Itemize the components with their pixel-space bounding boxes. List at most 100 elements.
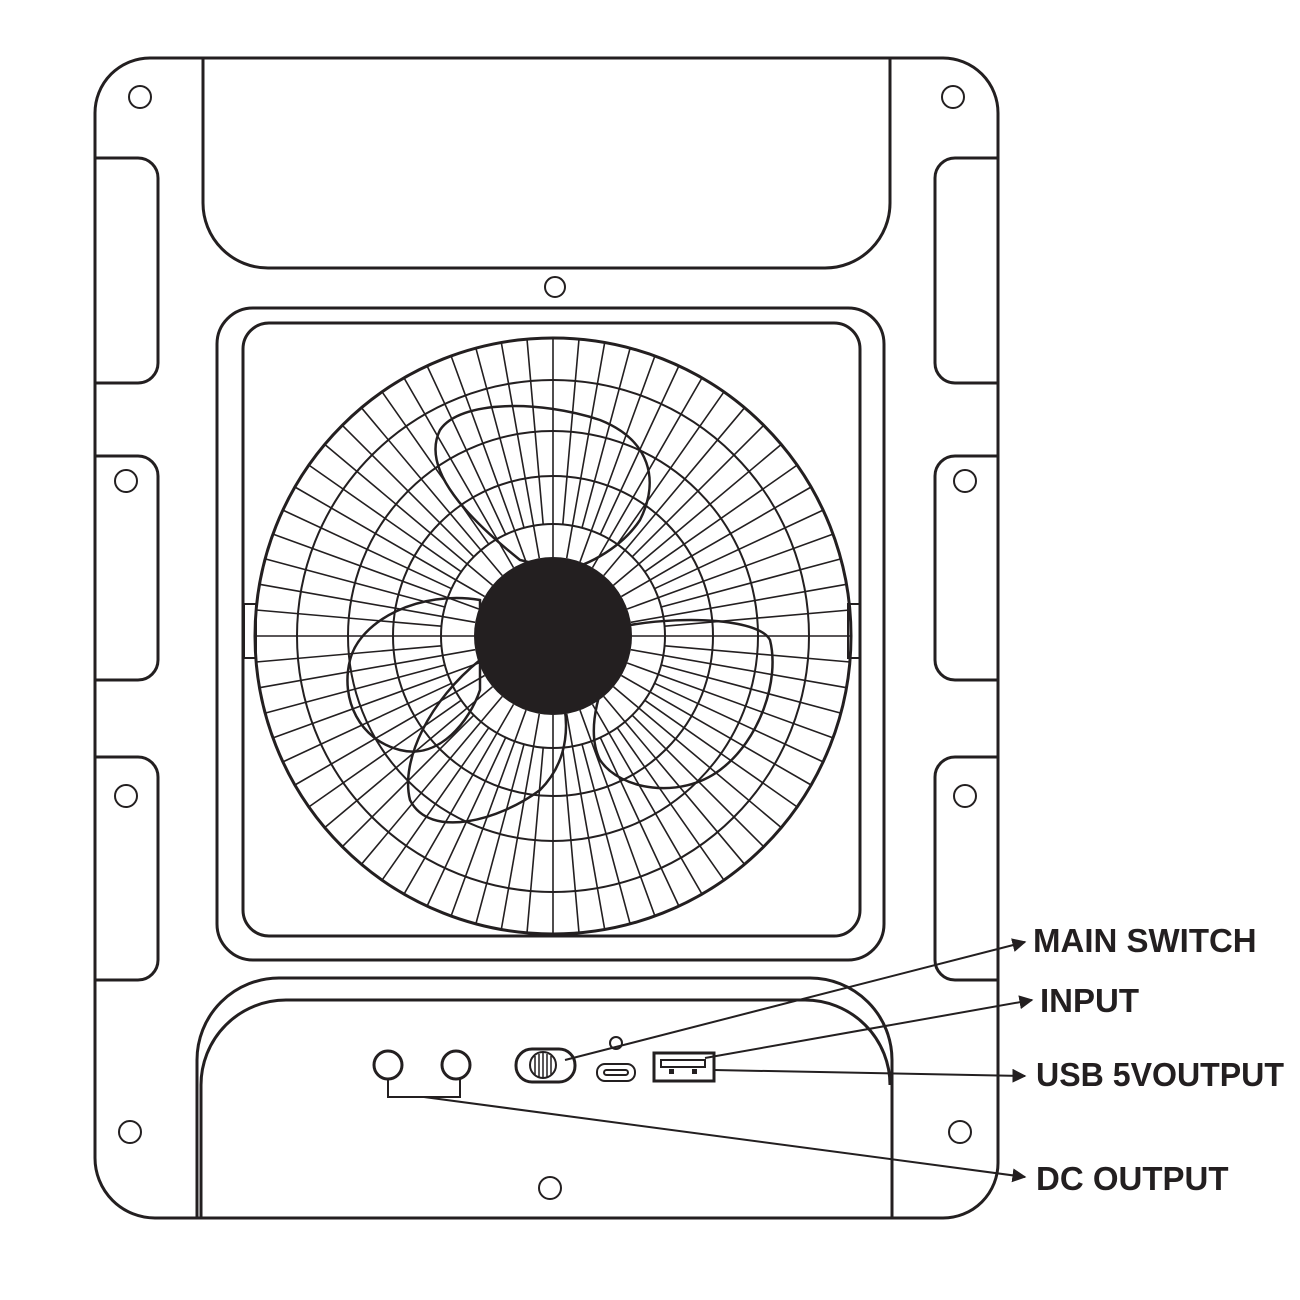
grille-spoke [565, 342, 606, 559]
grille-spoke [360, 407, 503, 577]
grille-spoke [644, 464, 798, 573]
grille-spoke [612, 686, 782, 829]
grille-spoke [403, 377, 515, 568]
grille-spoke [664, 645, 850, 663]
grille-spoke [264, 664, 446, 714]
grille-spoke [360, 695, 503, 865]
grille-spoke [294, 486, 485, 598]
grille-spoke [621, 674, 812, 786]
fan-blade [592, 618, 774, 790]
outer-panel [93, 56, 1000, 1220]
main-switch-label: MAIN SWITCH [1033, 922, 1257, 959]
grille-spoke [272, 662, 480, 739]
grille-spoke [282, 682, 452, 763]
grille-spoke [612, 443, 782, 586]
grille-spoke [341, 424, 475, 558]
grille-spoke [259, 648, 476, 689]
grille-spoke [630, 648, 847, 689]
usb-a-output-port [652, 1051, 716, 1083]
screw-hole [953, 469, 977, 493]
usb-c-input-port [596, 1063, 636, 1082]
screw-hole [948, 1120, 972, 1144]
grille-spoke [631, 424, 765, 558]
screw-holes [114, 85, 977, 1200]
dc-output-jacks [372, 1049, 472, 1098]
grille-spoke [256, 609, 442, 627]
grille-spoke [599, 365, 680, 535]
screw-hole [118, 1120, 142, 1144]
grille-spoke [621, 486, 812, 598]
grille-spoke [603, 407, 746, 577]
grille-spoke [381, 727, 490, 881]
grille-spoke [581, 743, 631, 925]
grille-spoke [256, 645, 442, 663]
fan-blade [434, 404, 651, 572]
grille-spoke [664, 609, 850, 627]
fan-grille [253, 336, 853, 936]
usb-output-label: USB 5VOUTPUT [1036, 1056, 1284, 1093]
screw-hole [538, 1176, 562, 1200]
screw-hole [941, 85, 965, 109]
dc-jack-left [372, 1049, 404, 1081]
grille-spoke [500, 713, 541, 930]
grille-spoke [426, 365, 507, 535]
grille-spoke [644, 699, 798, 808]
grille-spoke [500, 342, 541, 559]
screw-hole [114, 784, 138, 808]
grille-spoke [450, 355, 527, 563]
top-tray [201, 58, 892, 270]
grille-spoke [308, 699, 462, 808]
dc-output-arrow [423, 1096, 1027, 1183]
grille-spoke [579, 709, 656, 917]
screw-hole [544, 276, 566, 298]
grille-spoke [630, 583, 847, 624]
grille-spoke [631, 714, 765, 848]
grille-spoke [272, 533, 480, 610]
grille-spoke [626, 533, 834, 610]
grille-spoke [341, 714, 475, 848]
grille-spoke [562, 339, 580, 525]
grille-spoke [475, 743, 525, 925]
grille-spoke [603, 695, 746, 865]
dc-jack-right [440, 1049, 472, 1081]
grille-spoke [616, 727, 725, 881]
screw-hole [953, 784, 977, 808]
fan-hub [474, 557, 632, 715]
grille-spoke [599, 737, 680, 907]
grille-spoke [660, 664, 842, 714]
grille-spoke [626, 662, 834, 739]
input-arrow [704, 995, 1034, 1059]
usb-output-arrow [713, 1068, 1027, 1083]
grille-spoke [581, 347, 631, 529]
grille-spoke [660, 558, 842, 608]
bottom-compartment [195, 976, 894, 1218]
screw-hole [114, 469, 138, 493]
grille-spoke [403, 704, 515, 895]
grille-spoke [562, 747, 580, 933]
grille-spoke [324, 443, 494, 586]
grille-spoke [381, 391, 490, 545]
grille-spoke [282, 509, 452, 590]
input-label: INPUT [1040, 982, 1139, 1019]
main-switch [514, 1047, 577, 1084]
screw-hole [128, 85, 152, 109]
grille-spoke [308, 464, 462, 573]
right-side-tabs [933, 156, 998, 982]
grille-spoke [324, 686, 494, 829]
grille-spoke [264, 558, 446, 608]
grille-spoke [579, 355, 656, 563]
grille-spoke [654, 509, 824, 590]
dc-output-label: DC OUTPUT [1036, 1160, 1229, 1197]
grille-spoke [426, 737, 507, 907]
grille-spoke [294, 674, 485, 786]
indicator-led [609, 1036, 623, 1050]
grille-spoke [591, 377, 703, 568]
grille-spoke [565, 713, 606, 930]
grille-spoke [259, 583, 476, 624]
grille-spoke [654, 682, 824, 763]
grille-spoke [526, 747, 544, 933]
grille-spoke [526, 339, 544, 525]
grille-spoke [450, 709, 527, 917]
